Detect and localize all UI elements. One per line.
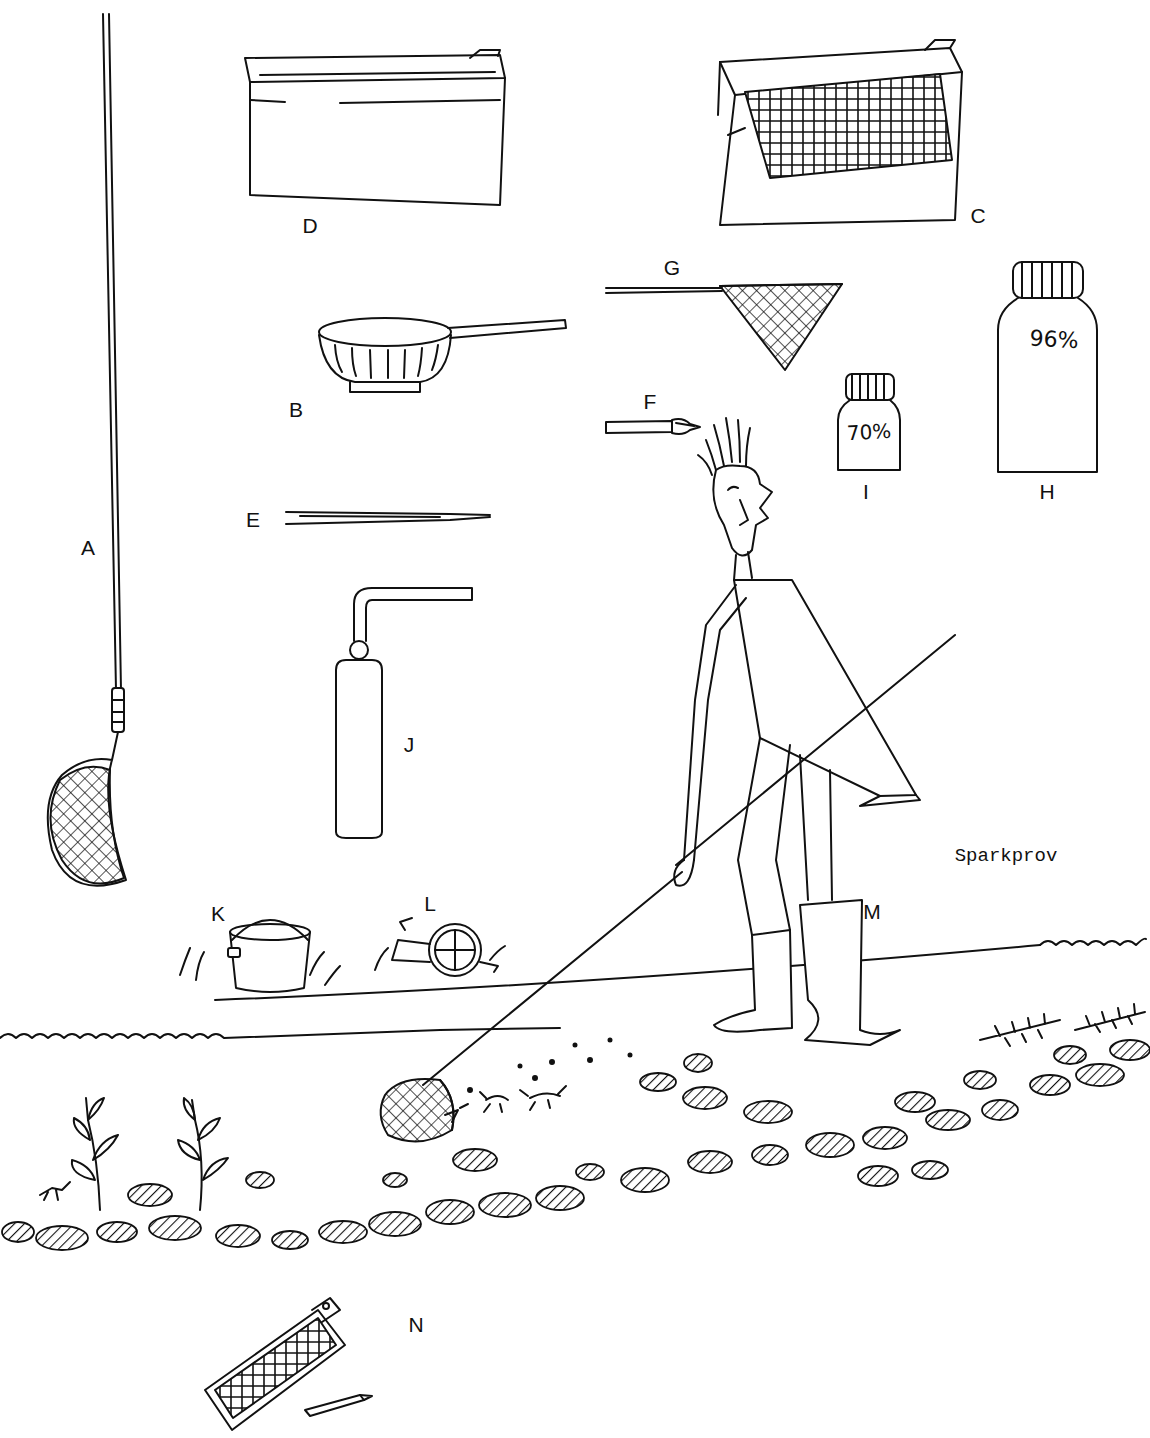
gas-cylinder <box>336 588 472 838</box>
part-letter: E <box>246 508 260 531</box>
clipboard <box>205 1298 372 1430</box>
white-tray <box>245 50 505 205</box>
method-label: Sparkprov <box>955 846 1058 867</box>
large-bottle <box>998 262 1097 472</box>
part-letter: H <box>1039 480 1054 503</box>
part-letter: J <box>404 733 415 756</box>
stream-bank <box>0 939 1146 1038</box>
part-letter: M <box>863 900 881 923</box>
forceps <box>286 512 490 524</box>
sieve-tray <box>718 40 962 225</box>
long-net <box>48 14 126 886</box>
bottle-label: 70% <box>846 420 892 444</box>
part-letter: L <box>424 892 436 915</box>
bottle-label: 96% <box>1029 327 1079 354</box>
water-plants <box>40 1004 1145 1210</box>
part-letter: G <box>664 256 680 279</box>
brush <box>606 419 700 434</box>
part-letter: N <box>408 1313 423 1336</box>
sieve-bowl <box>319 318 566 392</box>
kick-net <box>381 1039 632 1142</box>
part-letter: D <box>302 214 317 237</box>
stream-stones <box>2 1040 1150 1250</box>
part-letter: A <box>81 536 95 559</box>
part-letter: F <box>644 390 657 413</box>
kick-sampler-figure <box>423 418 955 1085</box>
hand-net <box>606 284 842 370</box>
small-bottle <box>838 374 900 470</box>
part-letter: B <box>289 398 303 421</box>
part-letter: C <box>970 204 985 227</box>
part-letter: K <box>211 902 225 925</box>
tape-reel <box>392 918 498 976</box>
bucket <box>228 920 310 992</box>
part-letter: I <box>863 480 869 503</box>
